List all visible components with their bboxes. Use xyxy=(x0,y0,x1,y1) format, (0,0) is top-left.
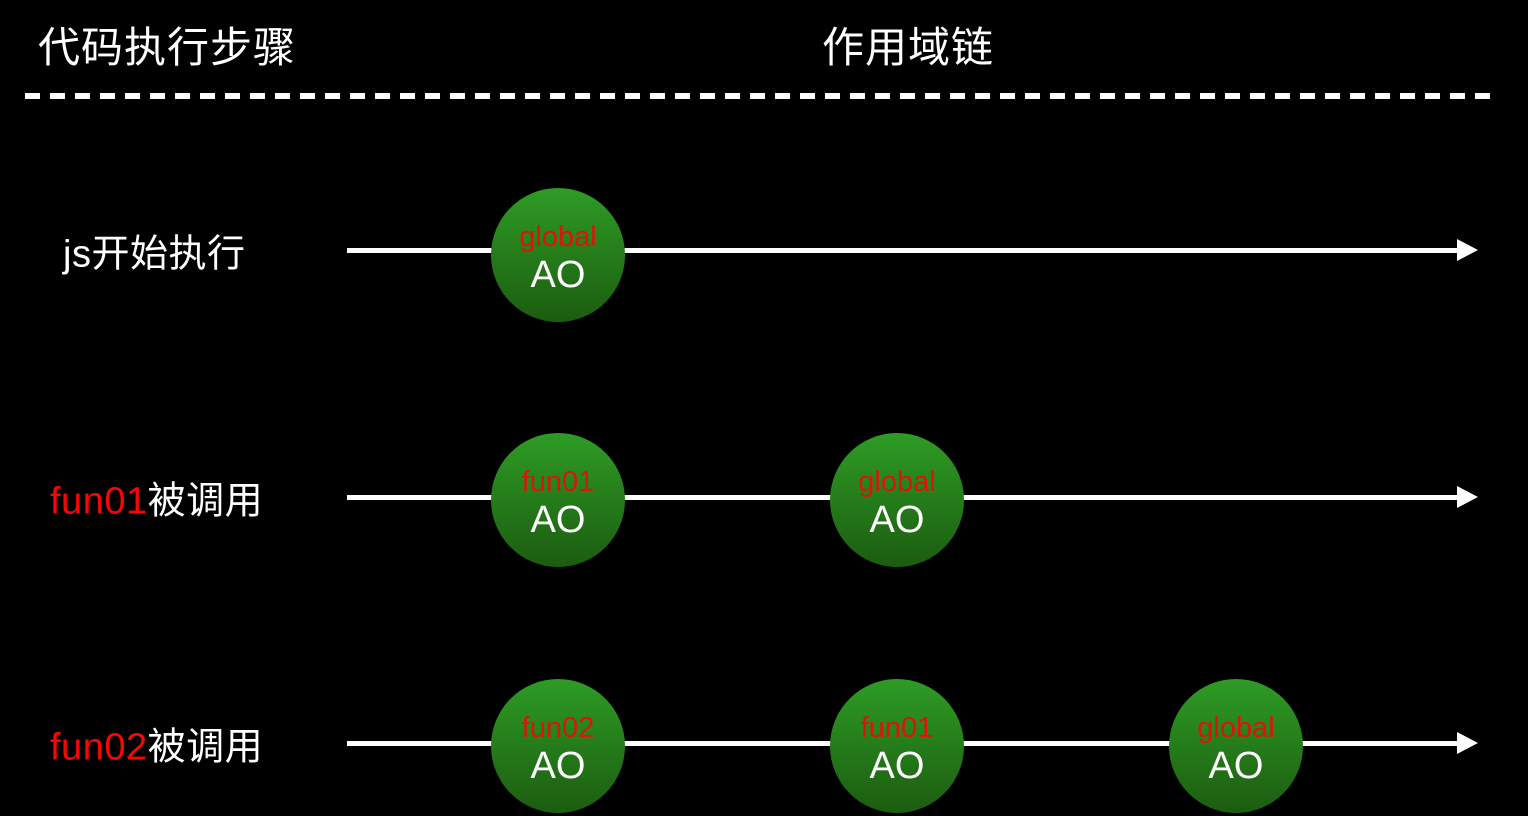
scope-circle-fun01: fun01 AO xyxy=(830,679,964,813)
row-label-white: 被调用 xyxy=(147,480,264,523)
scope-circle-name: global xyxy=(519,220,597,253)
scope-circle-fun02: fun02 AO xyxy=(491,679,625,813)
timeline-arrow-head-icon xyxy=(1457,239,1478,261)
scope-circle-name: fun02 xyxy=(521,711,595,744)
left-column-title: 代码执行步骤 xyxy=(38,24,297,71)
scope-circle-global: global AO xyxy=(491,188,625,322)
row-label-red: fun02 xyxy=(50,726,148,769)
right-column-title: 作用域链 xyxy=(822,24,995,71)
scope-circle-name: fun01 xyxy=(860,711,934,744)
scope-circle-ao-label: AO xyxy=(530,253,586,296)
row-label-white: 被调用 xyxy=(147,726,264,769)
divider-dashed-line xyxy=(25,93,1491,99)
row-label: js开始执行 xyxy=(63,223,245,278)
scope-circle-ao-label: AO xyxy=(1208,744,1264,787)
row-label: fun02被调用 xyxy=(50,716,263,771)
row-label-red: fun01 xyxy=(50,480,148,523)
scope-circle-ao-label: AO xyxy=(530,744,586,787)
scope-circle-fun01: fun01 AO xyxy=(491,433,625,567)
scope-circle-name: global xyxy=(858,465,936,498)
scope-circle-ao-label: AO xyxy=(869,498,925,541)
scope-circle-ao-label: AO xyxy=(869,744,925,787)
scope-circle-name: global xyxy=(1197,711,1275,744)
timeline-arrow-line xyxy=(347,248,1459,253)
scope-circle-ao-label: AO xyxy=(530,498,586,541)
row-label: fun01被调用 xyxy=(50,470,263,525)
timeline-arrow-head-icon xyxy=(1457,732,1478,754)
scope-circle-global: global AO xyxy=(830,433,964,567)
scope-circle-name: fun01 xyxy=(521,465,595,498)
scope-circle-global: global AO xyxy=(1169,679,1303,813)
row-label-white: js开始执行 xyxy=(63,233,246,276)
timeline-arrow-head-icon xyxy=(1457,486,1478,508)
